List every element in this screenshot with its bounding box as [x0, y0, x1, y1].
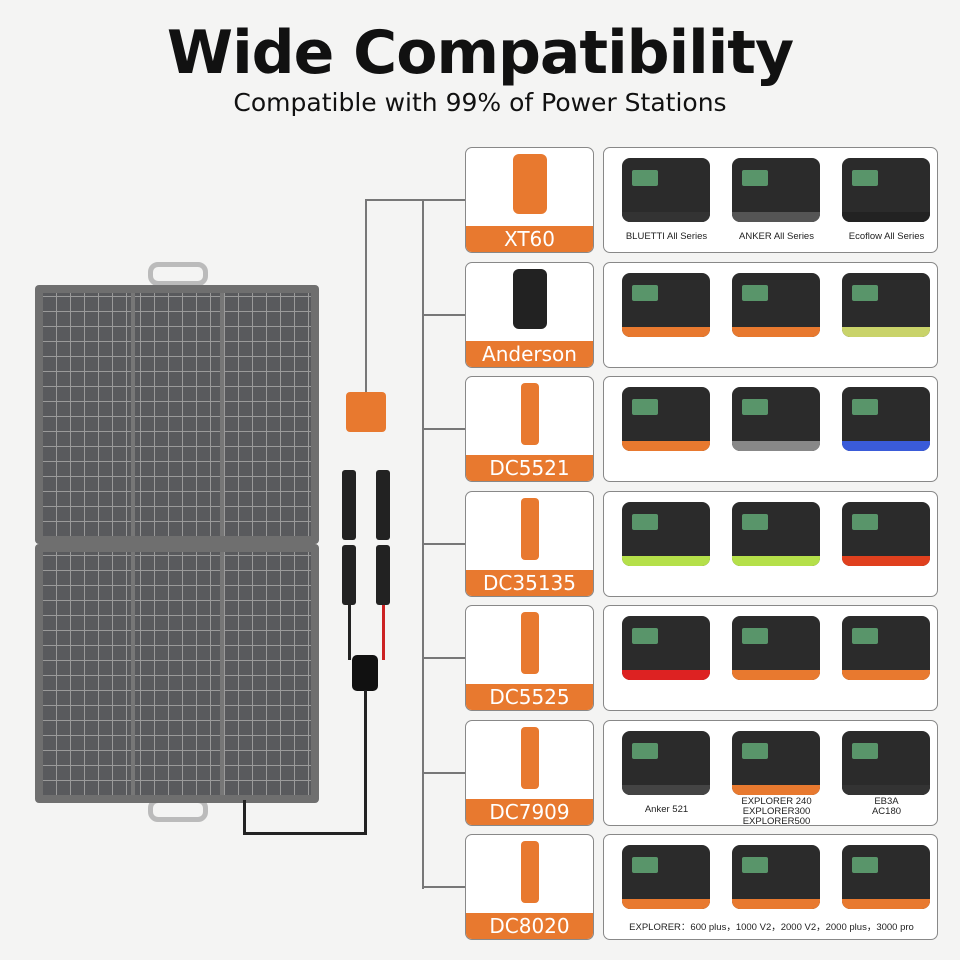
power-station-image	[732, 845, 820, 909]
power-station-image	[622, 502, 710, 566]
power-station-image	[842, 845, 930, 909]
connector-label: Anderson	[466, 341, 593, 367]
page-subtitle: Compatible with 99% of Power Stations	[233, 88, 727, 117]
power-station-image	[622, 845, 710, 909]
compatible-products-card	[603, 491, 938, 597]
compatible-products-card	[603, 605, 938, 711]
connector-label: DC7909	[466, 799, 593, 825]
connector-card: DC8020	[465, 834, 594, 940]
power-station-image	[842, 158, 930, 222]
mc4-connector	[376, 470, 390, 540]
power-station-image	[622, 616, 710, 680]
branch-line	[422, 772, 465, 774]
power-station-image	[622, 158, 710, 222]
cable	[365, 199, 367, 394]
power-station-image	[732, 158, 820, 222]
output-cable	[364, 690, 367, 835]
power-station-image	[732, 731, 820, 795]
connector-label: DC5525	[466, 684, 593, 710]
mc4-connector	[342, 545, 356, 605]
cable	[365, 199, 423, 201]
connector-card: DC35135	[465, 491, 594, 597]
product-caption: BLUETTI All Series	[625, 231, 708, 242]
connector-plug-icon	[512, 154, 547, 214]
power-station-image	[732, 387, 820, 451]
connector-label: XT60	[466, 226, 593, 252]
power-station-image	[842, 731, 930, 795]
mc4-connector	[342, 470, 356, 540]
solar-panel-bottom	[35, 544, 319, 803]
product-caption: EB3A AC180	[871, 796, 902, 817]
compatible-products-card: BLUETTI All Series ANKER All Series Ecoflo…	[603, 147, 938, 253]
branch-line	[422, 886, 465, 888]
power-station-image	[732, 273, 820, 337]
black-cable	[348, 605, 351, 660]
branch-line	[422, 199, 465, 201]
connector-card: DC5521	[465, 376, 594, 482]
connector-label: DC35135	[466, 570, 593, 596]
power-station-image	[732, 502, 820, 566]
connector-plug-icon	[520, 727, 539, 789]
power-station-image	[842, 387, 930, 451]
connector-plug-icon	[520, 612, 539, 674]
branch-line	[422, 543, 465, 545]
connector-card: Anderson	[465, 262, 594, 368]
compatible-products-card	[603, 262, 938, 368]
power-station-image	[622, 273, 710, 337]
power-station-image	[842, 616, 930, 680]
page-title: Wide Compatibility	[166, 18, 794, 88]
connector-card: DC7909	[465, 720, 594, 826]
product-caption: Anker 521	[644, 804, 689, 815]
y-splitter	[346, 392, 386, 432]
power-station-image	[732, 616, 820, 680]
power-station-image	[622, 387, 710, 451]
product-caption: EXPLORER 240 EXPLORER300 EXPLORER500	[741, 796, 812, 827]
connector-label: DC8020	[466, 913, 593, 939]
branch-line	[422, 428, 465, 430]
compatible-products-card	[603, 376, 938, 482]
panel-handle-top	[148, 262, 208, 286]
power-station-image	[622, 731, 710, 795]
output-cable	[243, 800, 246, 835]
compatible-products-card: EXPLORER：600 plus，1000 V2，2000 V2，2000 p…	[603, 834, 938, 940]
power-station-image	[842, 502, 930, 566]
connector-card: DC5525	[465, 605, 594, 711]
connector-plug-icon	[520, 498, 539, 560]
branch-line	[422, 314, 465, 316]
power-station-image	[842, 273, 930, 337]
product-caption: EXPLORER：600 plus，1000 V2，2000 V2，2000 p…	[629, 922, 914, 933]
output-cable	[243, 832, 367, 835]
merge-connector	[352, 655, 378, 691]
connector-label: DC5521	[466, 455, 593, 481]
product-caption: Ecoflow All Series	[848, 231, 925, 242]
solar-panel-top	[35, 285, 319, 544]
red-cable	[382, 605, 385, 660]
mc4-connector	[376, 545, 390, 605]
connector-plug-icon	[512, 269, 547, 329]
branch-line	[422, 657, 465, 659]
connector-card: XT60	[465, 147, 594, 253]
connector-plug-icon	[520, 841, 539, 903]
connector-plug-icon	[520, 383, 539, 445]
product-caption: ANKER All Series	[739, 231, 814, 242]
compatible-products-card: Anker 521 EXPLORER 240 EXPLORER300 EXPLOR…	[603, 720, 938, 827]
